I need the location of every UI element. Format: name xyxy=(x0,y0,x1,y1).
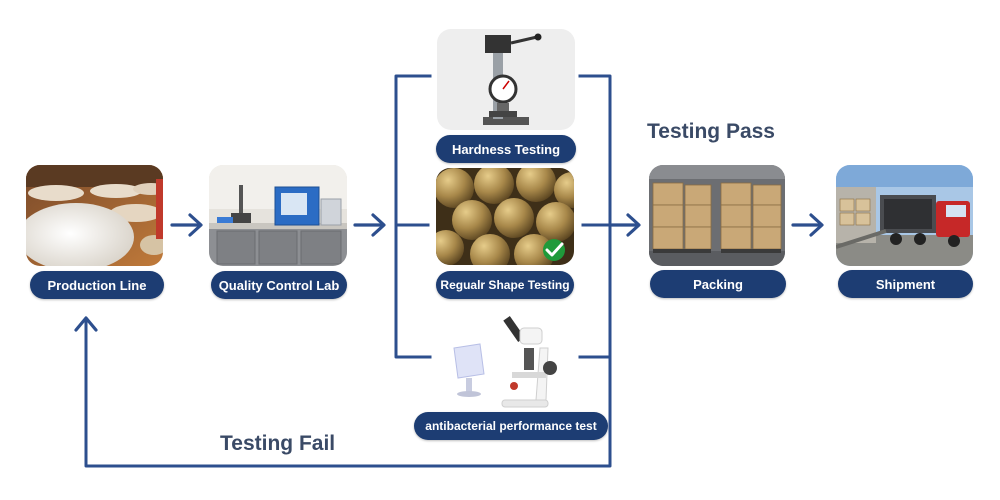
quality-control-lab-label: Quality Control Lab xyxy=(211,271,347,299)
arrow-back-to-production-icon xyxy=(74,316,98,332)
fail-loop-line xyxy=(84,318,612,468)
testing-fail-caption: Testing Fail xyxy=(220,432,336,455)
arrow-to-shipment-icon xyxy=(791,213,824,237)
packing-label: Packing xyxy=(650,270,786,298)
packing-photo xyxy=(649,165,785,266)
arrow-to-qc-icon xyxy=(170,213,203,237)
right-bracket-line xyxy=(578,74,612,359)
shipment-label: Shipment xyxy=(838,270,973,298)
arrow-to-packing-icon xyxy=(610,213,641,237)
antibacterial-test-photo xyxy=(440,308,575,409)
regular-shape-testing-label: Regualr Shape Testing xyxy=(436,271,574,299)
production-line-label: Production Line xyxy=(30,271,164,299)
hardness-testing-photo xyxy=(437,29,575,130)
arrow-to-tests-icon xyxy=(353,213,386,237)
production-line-photo xyxy=(26,165,163,266)
quality-control-lab-photo xyxy=(209,165,347,266)
green-check-icon xyxy=(543,239,565,261)
antibacterial-test-label: antibacterial performance test xyxy=(414,412,608,440)
shipment-photo xyxy=(836,165,973,266)
regular-shape-testing-photo xyxy=(436,168,574,265)
testing-pass-caption: Testing Pass xyxy=(647,120,775,143)
hardness-testing-label: Hardness Testing xyxy=(436,135,576,163)
left-bracket-line xyxy=(394,74,432,359)
